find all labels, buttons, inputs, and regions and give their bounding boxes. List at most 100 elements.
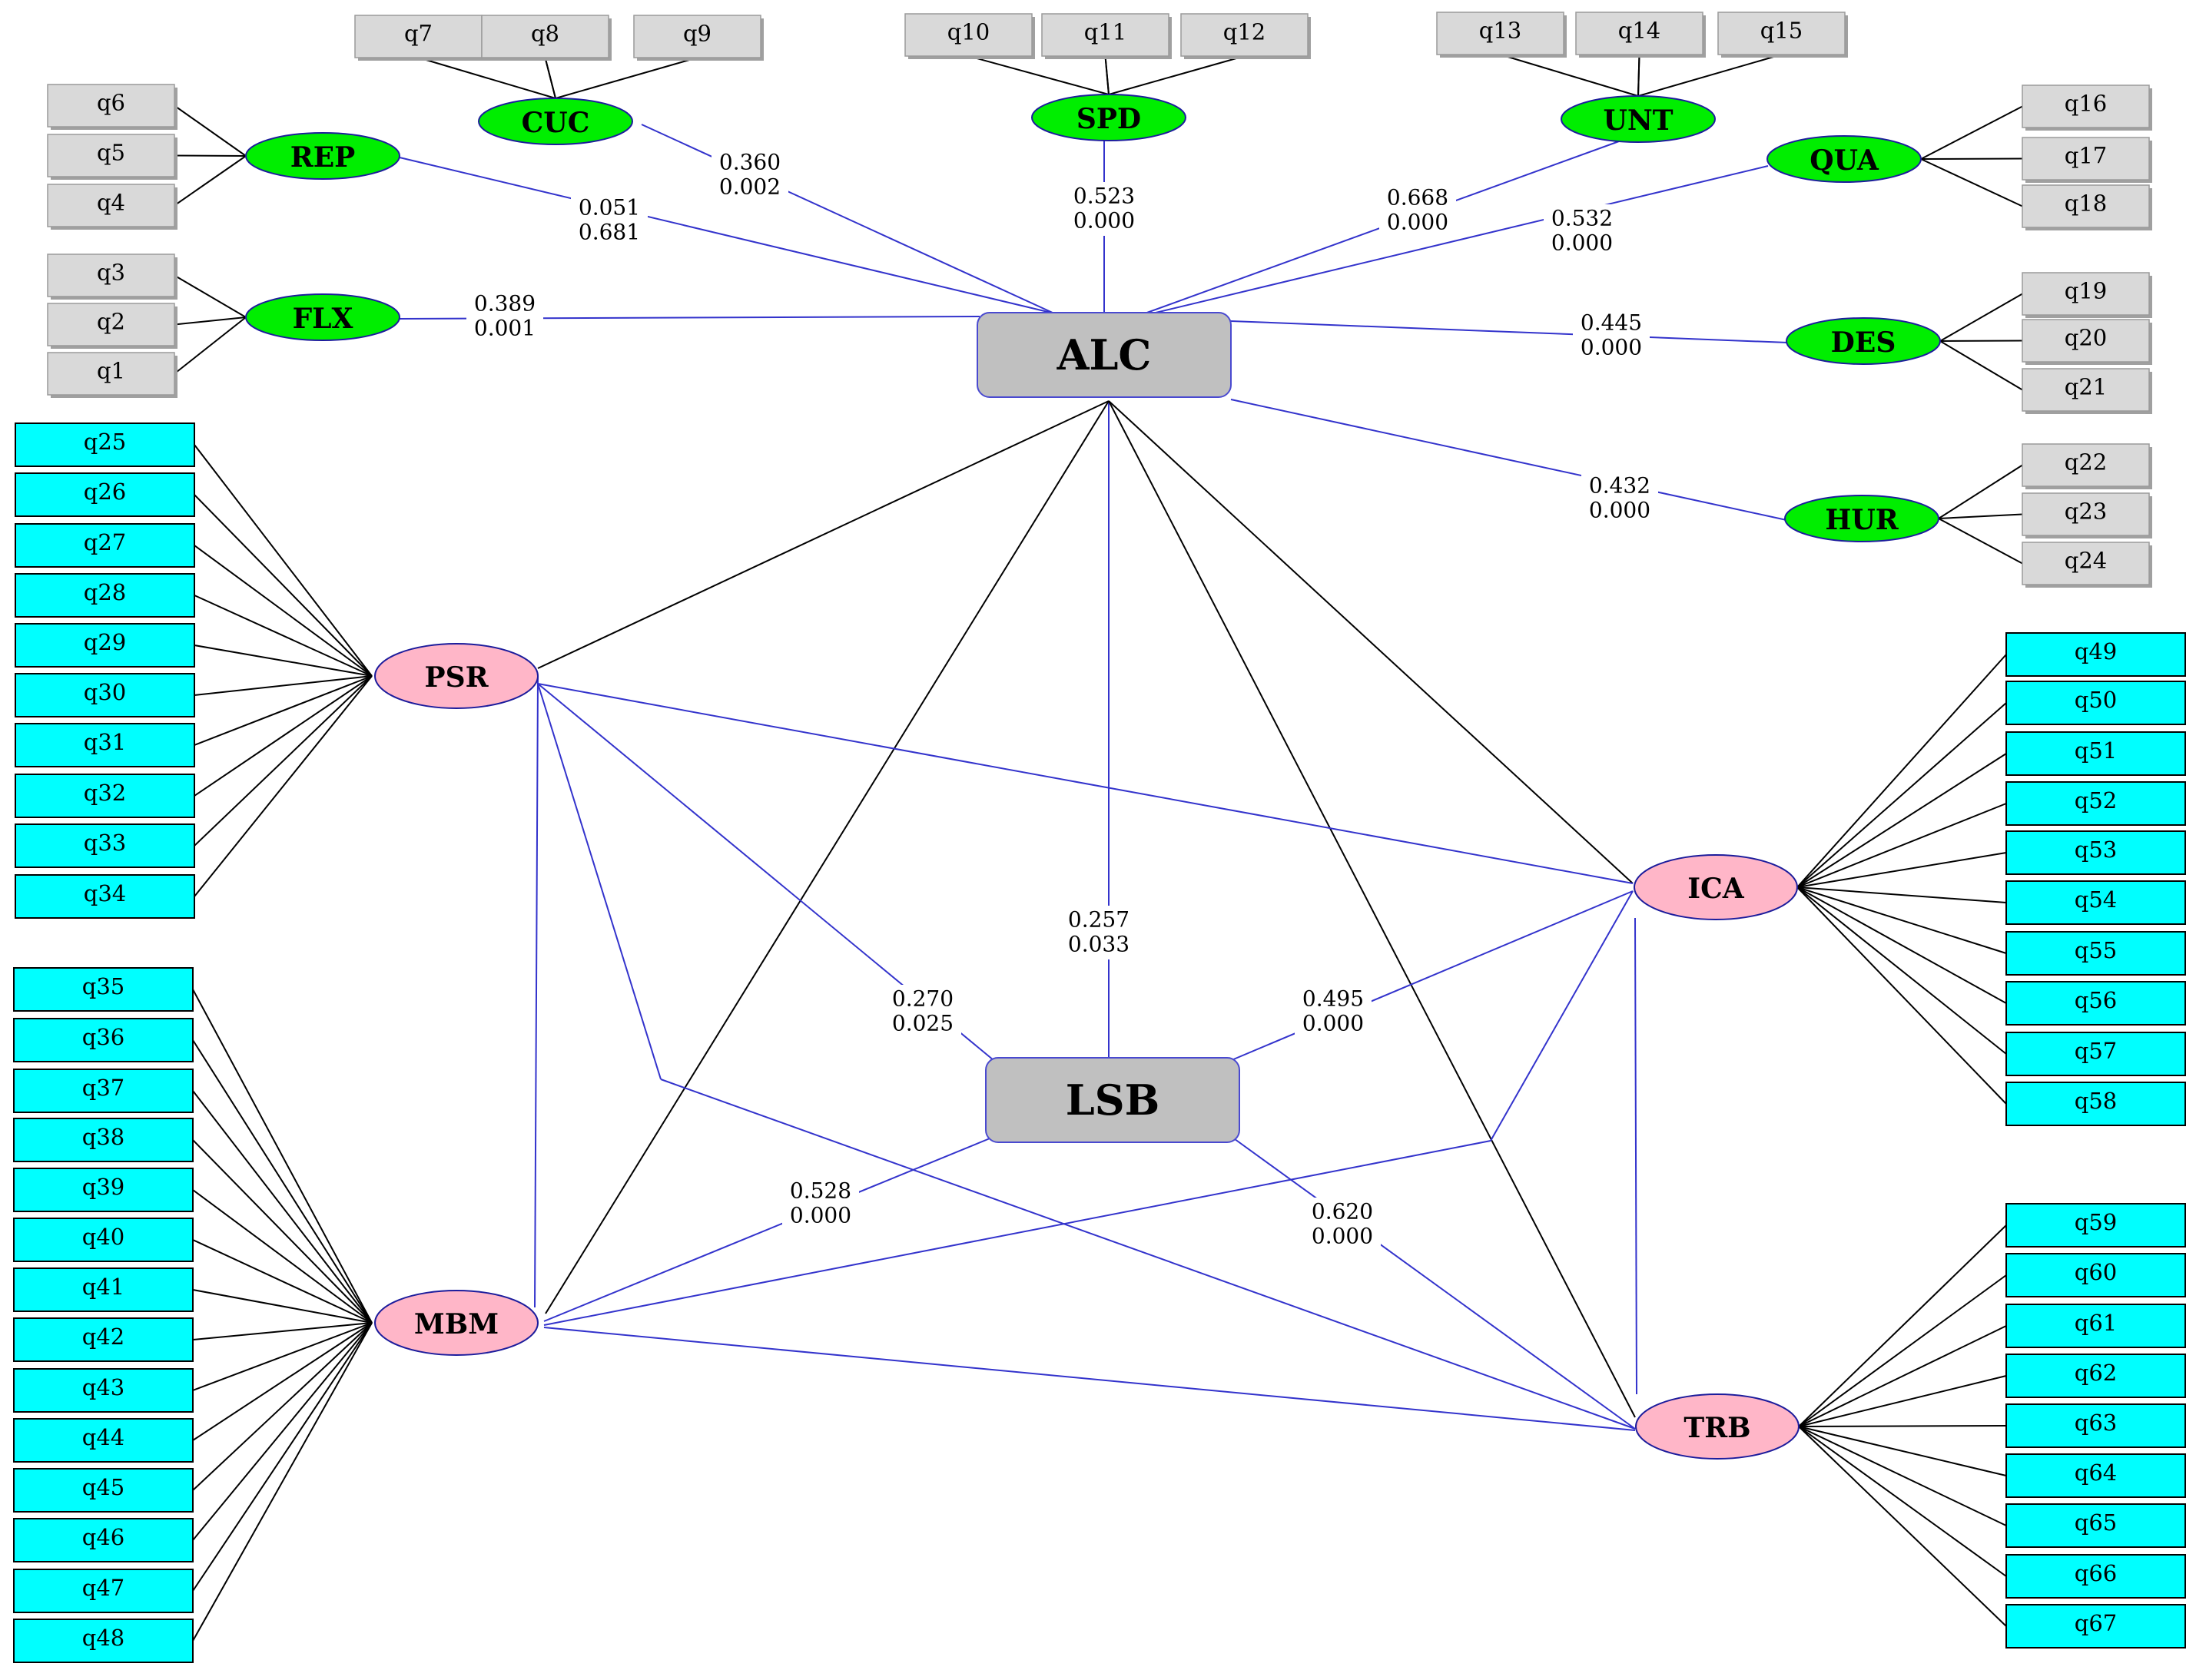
construct-label: HUR	[1825, 504, 1899, 536]
construct-label: ICA	[1687, 873, 1744, 905]
loading-line-flx-q3	[174, 274, 247, 318]
indicator-box	[2005, 1554, 2186, 1599]
loading-line-mbm-q42	[192, 1322, 373, 1340]
construct-ellipse	[478, 98, 633, 145]
loading-line-rep-q6	[174, 104, 247, 157]
indicator-box	[2005, 1203, 2186, 1248]
indicator-box	[2005, 1253, 2186, 1297]
loading-line-trb-q62	[1798, 1375, 2007, 1427]
path-coefficient: 0.668	[1387, 185, 1448, 210]
path-coefficient: 0.523	[1073, 184, 1135, 209]
indicator-label: q47	[82, 1575, 124, 1601]
indicator-q5: q5	[47, 134, 177, 180]
path-coefficient: 0.360	[719, 150, 781, 175]
loading-line-mbm-q40	[192, 1239, 373, 1324]
indicator-label: q4	[97, 190, 125, 216]
label-background	[571, 194, 648, 247]
indicator-q64: q64	[2005, 1453, 2186, 1498]
loading-line-psr-q25	[194, 444, 373, 677]
indicator-label: q3	[97, 260, 125, 286]
p-value: 0.000	[1589, 498, 1650, 523]
indicator-box	[47, 84, 175, 128]
indicator-label: q55	[2075, 937, 2117, 963]
path-coefficient: 0.445	[1581, 310, 1642, 336]
indicator-label: q65	[2075, 1509, 2117, 1536]
indicator-label: q9	[683, 21, 712, 47]
loading-stem-unt	[1637, 54, 1640, 97]
indicator-label: q64	[2075, 1460, 2117, 1486]
construct-ellipse	[1561, 95, 1716, 143]
loading-line-hur-q24	[1938, 518, 2023, 565]
indicator-q62: q62	[2005, 1354, 2186, 1398]
loading-line-trb-q63	[1798, 1425, 2007, 1427]
indicator-label: q27	[84, 529, 126, 555]
indicator-label: q16	[2065, 91, 2107, 117]
construct-qua: QUA	[1766, 135, 1922, 183]
label-background	[1304, 1198, 1381, 1251]
label-background	[1066, 182, 1143, 236]
indicator-q51: q51	[2005, 731, 2186, 776]
loading-line-ica-q52	[1796, 803, 2007, 888]
indicator-box	[13, 1218, 194, 1262]
loading-line-mbm-q39	[192, 1189, 373, 1324]
construct-label: ALC	[1057, 330, 1152, 379]
loading-line-flx-q2	[174, 316, 247, 326]
indicator-label: q13	[1479, 18, 1521, 44]
indicator-box	[15, 874, 195, 919]
indicator-box	[13, 1018, 194, 1062]
loading-line-trb-q59	[1798, 1224, 2007, 1427]
indicator-q32: q32	[15, 774, 195, 818]
construct-ellipse	[1766, 135, 1922, 183]
indicator-label: q34	[84, 880, 126, 906]
path-coefficient: 0.051	[579, 195, 640, 220]
loading-line-mbm-q45	[192, 1322, 373, 1491]
construct-box	[985, 1057, 1240, 1143]
indicator-box	[15, 573, 195, 618]
indicator-label: q7	[404, 21, 433, 47]
link-alc-ica	[1108, 400, 1634, 884]
indicator-q22: q22	[2022, 443, 2152, 489]
indicator-label: q32	[84, 780, 126, 806]
path-coefficient: 0.495	[1302, 986, 1364, 1012]
indicator-q27: q27	[15, 523, 195, 568]
indicator-box	[633, 15, 761, 58]
indicator-q66: q66	[2005, 1554, 2186, 1599]
loading-line-mbm-q37	[192, 1090, 373, 1324]
indicator-box	[15, 673, 195, 717]
indicator-box	[1041, 13, 1169, 57]
indicator-label: q6	[97, 90, 125, 116]
label-background	[1060, 906, 1137, 959]
indicator-q49: q49	[2005, 632, 2186, 677]
indicator-box	[2005, 632, 2186, 677]
indicator-box	[2005, 1453, 2186, 1498]
path-coefficient: 0.532	[1551, 206, 1613, 231]
loading-line-psr-q28	[194, 595, 373, 677]
loading-line-des-q21	[1939, 340, 2023, 391]
indicator-q11: q11	[1041, 13, 1172, 59]
indicator-label: q23	[2065, 499, 2107, 525]
indicator-box	[2022, 542, 2150, 585]
indicator-label: q18	[2065, 191, 2107, 217]
indicator-label: q57	[2075, 1038, 2117, 1064]
indicator-label: q51	[2075, 737, 2117, 764]
loading-line-mbm-q46	[192, 1322, 373, 1541]
label-background	[884, 985, 961, 1039]
indicator-label: q24	[2065, 548, 2107, 574]
p-value: 0.000	[1302, 1011, 1364, 1036]
p-value: 0.000	[790, 1203, 851, 1228]
indicator-box	[2005, 781, 2186, 826]
p-value: 0.025	[892, 1011, 954, 1036]
indicator-label: q42	[82, 1324, 124, 1350]
p-value: 0.000	[1387, 210, 1448, 235]
loading-line-psr-q31	[194, 675, 373, 746]
indicator-q42: q42	[13, 1317, 194, 1362]
construct-spd: SPD	[1031, 94, 1186, 141]
loading-line-ica-q55	[1796, 886, 2007, 954]
indicator-q20: q20	[2022, 319, 2152, 365]
indicator-box	[2005, 880, 2186, 925]
indicator-label: q14	[1618, 18, 1660, 44]
